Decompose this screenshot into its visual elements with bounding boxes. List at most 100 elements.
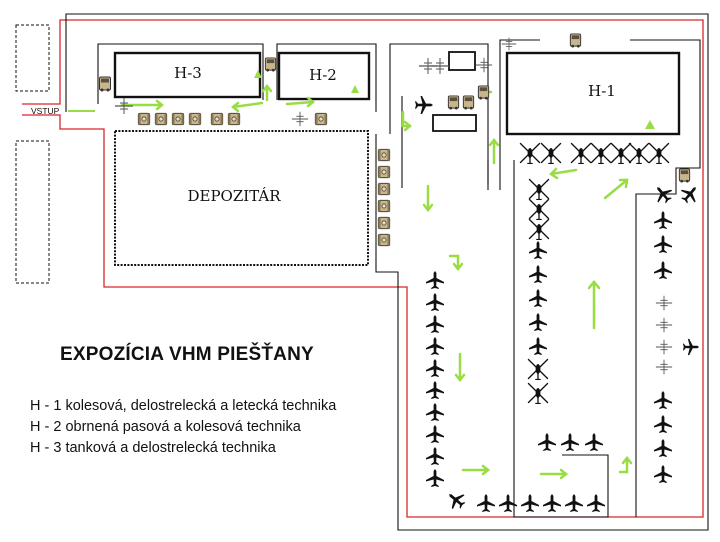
aircraft-icon xyxy=(682,338,700,356)
map-title: EXPOZÍCIA VHM PIEŠŤANY xyxy=(60,344,314,365)
fence-lines xyxy=(65,13,709,531)
aircraft-icon xyxy=(538,433,556,451)
direction-arrow-icon xyxy=(549,167,578,180)
aircraft-icon xyxy=(543,494,561,512)
aircraft-icon xyxy=(677,181,703,207)
aircraft-row-bottom xyxy=(443,433,605,513)
aircraft-icon xyxy=(529,241,547,259)
aircraft-icon xyxy=(426,403,444,421)
aircraft-icon xyxy=(529,337,547,355)
vehicle-column-depot xyxy=(377,148,391,247)
helicopter-icon xyxy=(519,142,541,164)
hall-h3-label: H-3 xyxy=(174,64,202,82)
legend-item-h2: H - 2 obrnená pasová a kolesová technika xyxy=(30,419,301,435)
aircraft-icon xyxy=(426,271,444,289)
aircraft-icon xyxy=(654,211,672,229)
legend-item-h1: H - 1 kolesová, delostrelecká a letecká … xyxy=(30,398,337,414)
aircraft-icon xyxy=(521,494,539,512)
helicopter-icon xyxy=(540,142,562,164)
artillery-icon xyxy=(655,339,673,355)
bus-icon xyxy=(678,168,691,183)
direction-arrow-icon xyxy=(488,137,500,165)
helicopter-row xyxy=(519,142,670,164)
direction-arrow-icon xyxy=(448,254,464,272)
hall-h1 xyxy=(505,51,681,136)
direction-arrow-icon xyxy=(603,178,629,200)
tank-icon xyxy=(137,112,151,126)
depot-label: DEPOZITÁR xyxy=(187,187,281,205)
shed-1 xyxy=(448,51,476,71)
aircraft-icon xyxy=(426,359,444,377)
artillery-icon xyxy=(291,111,309,127)
direction-arrow-icon xyxy=(539,468,569,480)
direction-arrow-icon xyxy=(285,96,316,108)
aircraft-icon xyxy=(654,391,672,409)
entrance-marker-h1 xyxy=(645,120,655,129)
aircraft-icon xyxy=(654,235,672,253)
artillery-icon xyxy=(430,57,450,75)
depot-area xyxy=(114,130,369,266)
direction-arrows xyxy=(120,83,633,480)
aircraft-icon xyxy=(565,494,583,512)
legend-item-h3: H - 3 tanková a delostrelecká technika xyxy=(30,440,276,456)
aircraft-icon xyxy=(561,433,579,451)
tank-icon xyxy=(154,112,168,126)
bus-icon xyxy=(477,85,490,100)
aircraft-icon xyxy=(426,447,444,465)
helicopter-icon xyxy=(610,142,632,164)
aircraft-icon xyxy=(587,494,605,512)
helicopter-icon xyxy=(527,382,549,404)
aircraft-icon xyxy=(654,261,672,279)
aircraft-column-right xyxy=(650,181,703,483)
aircraft-column-left xyxy=(426,271,444,487)
aircraft-icon xyxy=(443,487,469,513)
direction-arrow-icon xyxy=(120,99,165,111)
parking-area-bottom xyxy=(15,140,50,284)
direction-arrow-icon xyxy=(618,455,633,474)
tank-icon xyxy=(377,148,391,162)
tank-icon xyxy=(188,112,202,126)
artillery-icon xyxy=(655,359,673,375)
direction-arrow-icon xyxy=(422,184,434,213)
bus-icon xyxy=(447,95,460,110)
helicopter-icon xyxy=(528,218,550,240)
aircraft-icon xyxy=(529,265,547,283)
legend: H - 1 kolesová, delostrelecká a letecká … xyxy=(30,396,390,459)
helicopter-icon xyxy=(527,358,549,380)
parking-area-top xyxy=(15,24,50,92)
artillery-icon xyxy=(114,97,134,115)
aircraft-column-middle xyxy=(527,178,550,404)
helicopter-icon xyxy=(528,178,550,200)
helicopter-icon xyxy=(528,198,550,220)
tank-icon xyxy=(377,182,391,196)
artillery-icon xyxy=(655,295,673,311)
bus-icon xyxy=(99,76,111,92)
tank-icon xyxy=(377,216,391,230)
hall-h2-label: H-2 xyxy=(309,66,337,84)
tank-icon xyxy=(377,165,391,179)
aircraft-icon xyxy=(426,469,444,487)
entrance-marker-h3 xyxy=(254,70,262,78)
tank-icon xyxy=(227,112,241,126)
aircraft-icon xyxy=(426,425,444,443)
direction-arrow-icon xyxy=(587,280,601,330)
entrance-marker-h2 xyxy=(351,85,359,93)
direction-arrow-icon xyxy=(401,110,413,132)
hall-h2 xyxy=(277,51,371,101)
helicopter-icon xyxy=(648,142,670,164)
tank-icon xyxy=(377,233,391,247)
direction-arrow-icon xyxy=(454,352,466,383)
aircraft-icon xyxy=(426,293,444,311)
aircraft-icon xyxy=(529,313,547,331)
artillery-icon xyxy=(655,317,673,333)
aircraft-icon xyxy=(654,465,672,483)
bus-icon xyxy=(569,33,582,48)
helicopter-icon xyxy=(590,142,612,164)
helicopter-icon xyxy=(570,142,592,164)
bus-icon xyxy=(462,95,475,110)
direction-arrow-icon xyxy=(230,101,264,113)
aircraft-icon xyxy=(585,433,603,451)
tank-icon xyxy=(210,112,224,126)
helicopter-icon xyxy=(628,142,650,164)
